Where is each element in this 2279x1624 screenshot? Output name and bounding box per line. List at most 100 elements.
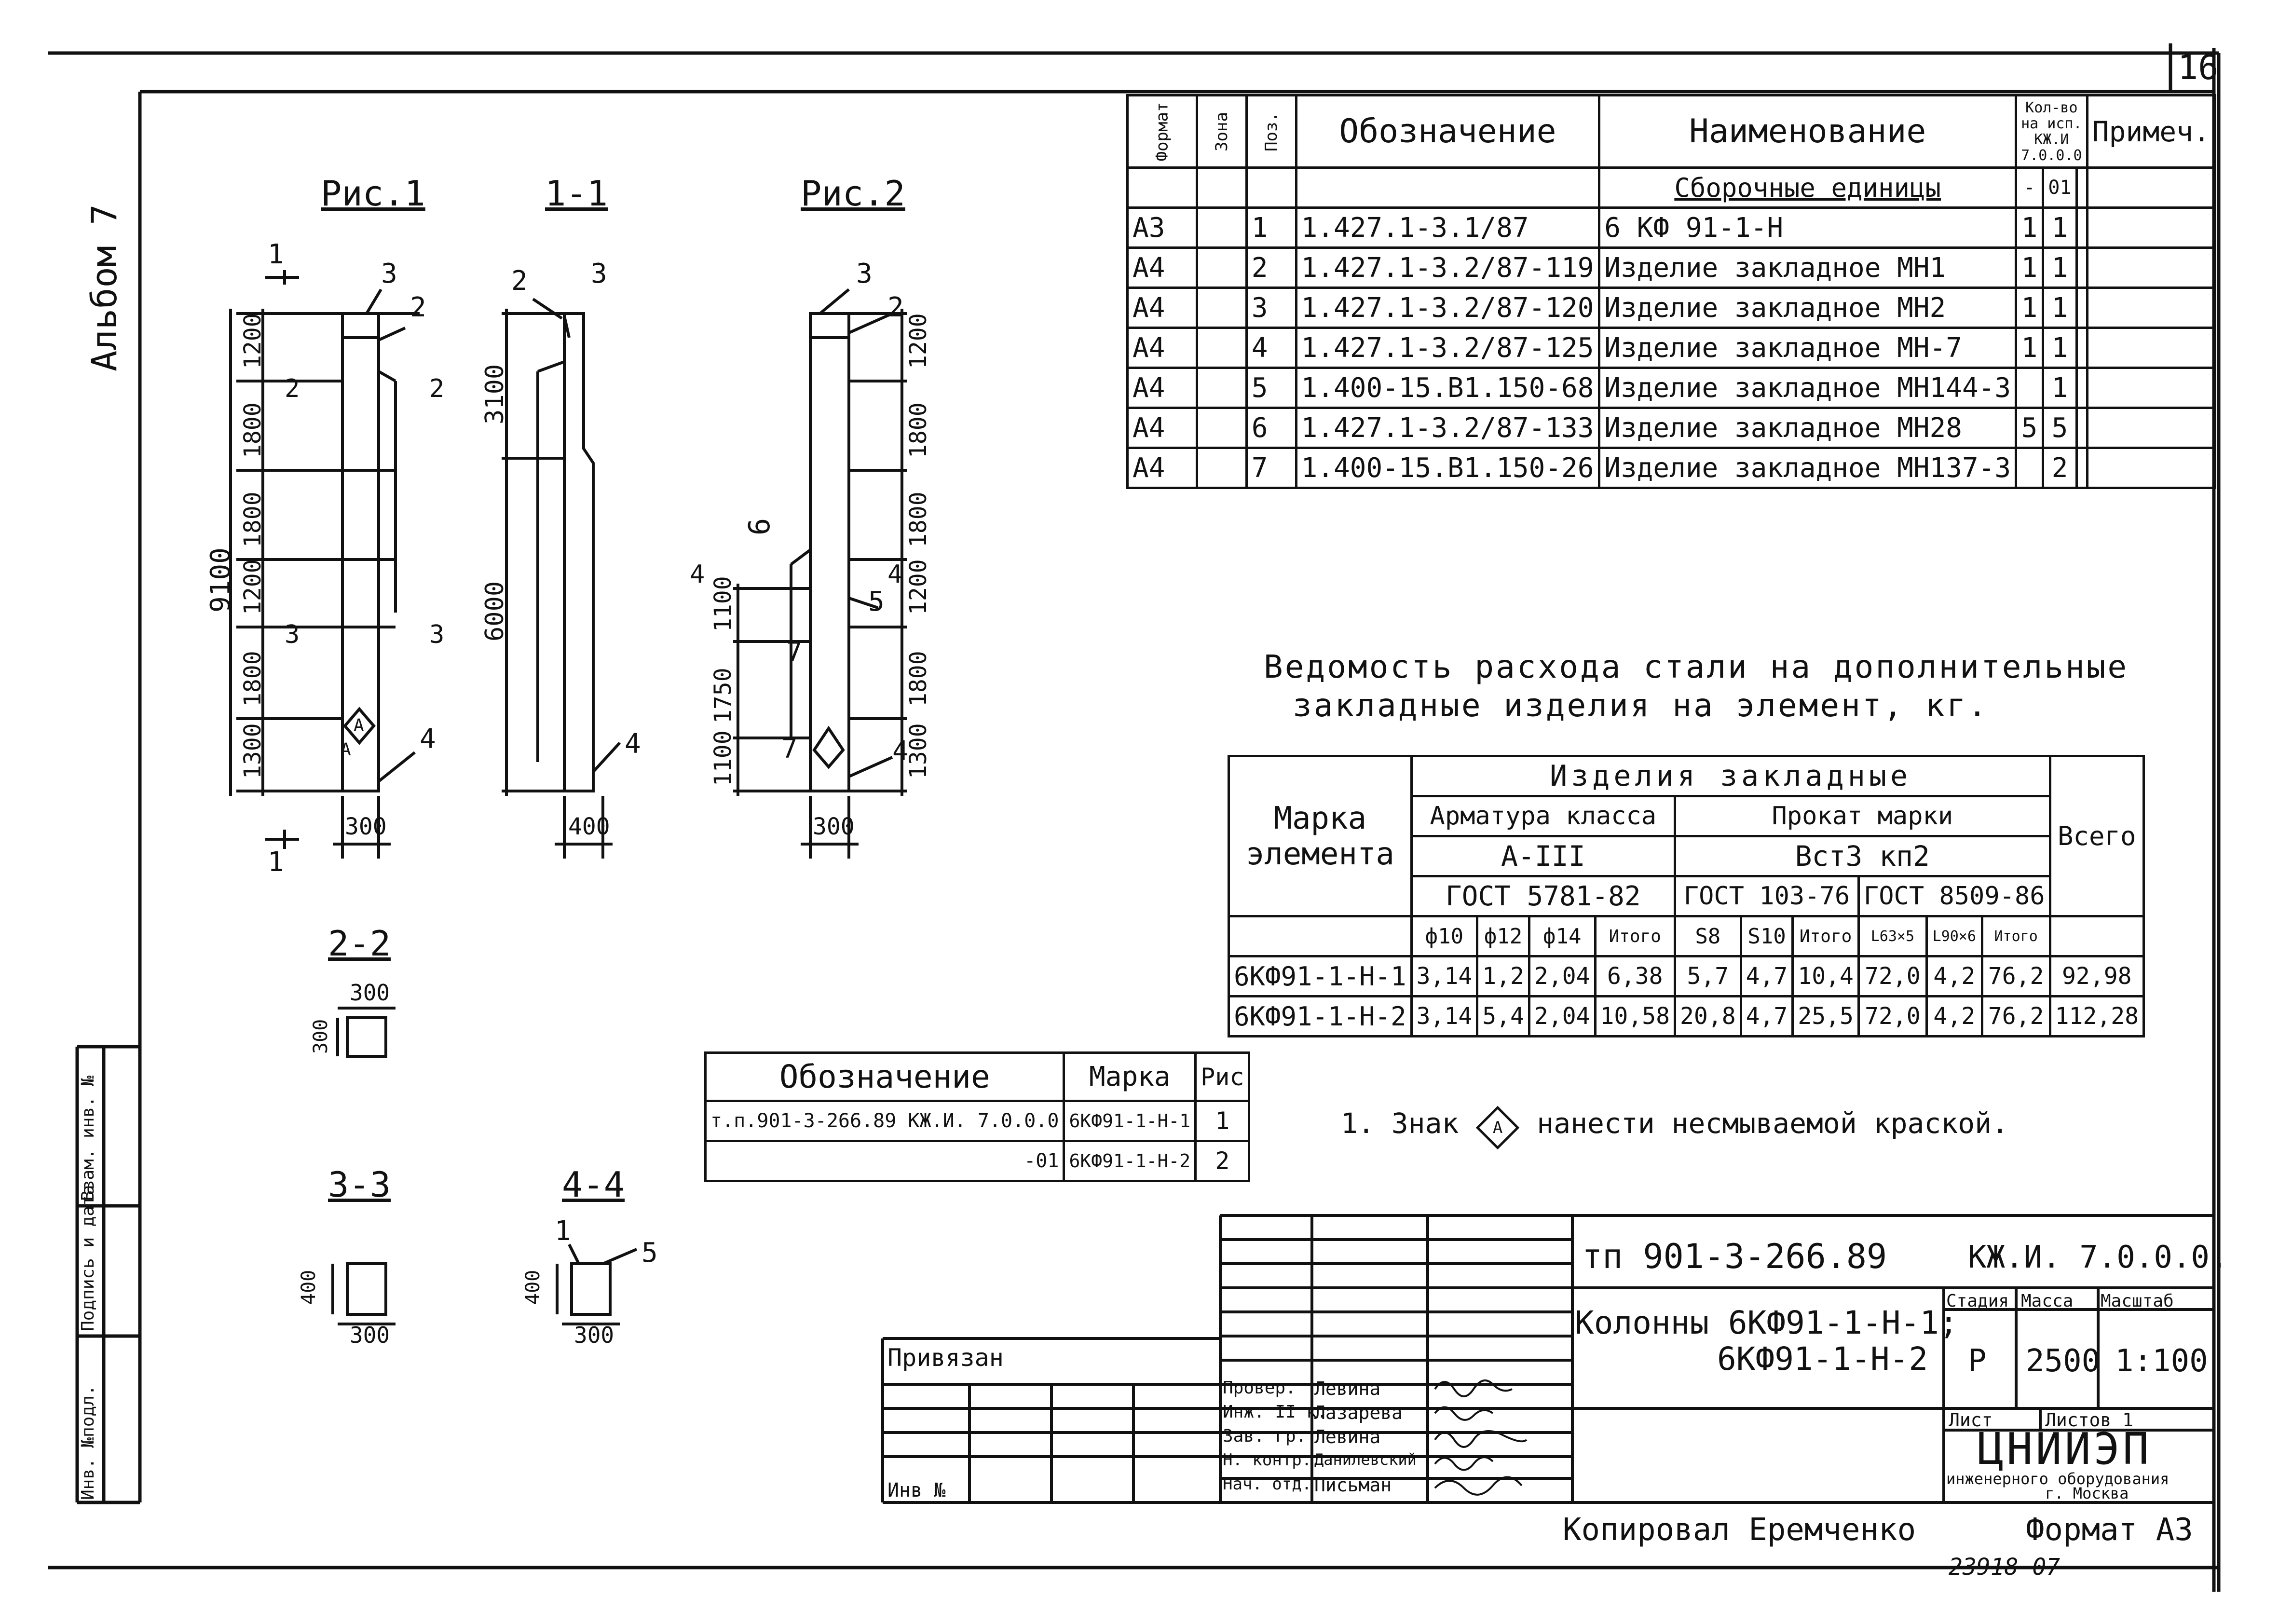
cut-mark: 1 (268, 846, 284, 878)
sec22-title: 2-2 (328, 923, 391, 964)
diamond-a-icon: A (1476, 1105, 1520, 1150)
cut-mark: 3 (285, 620, 300, 649)
fig2-dim-left: 1100 (710, 576, 737, 632)
stage-value: Р (1968, 1343, 1987, 1379)
role-label: Зав. гр. (1223, 1426, 1307, 1446)
small-sections (331, 1007, 638, 1325)
pos-label: 5 (641, 1237, 658, 1269)
role-label: Инж. II к. (1223, 1402, 1327, 1422)
pos-label: 5 (868, 586, 885, 617)
pos-label: 2 (410, 292, 426, 323)
pos-label: 4 (892, 736, 909, 767)
spec-head-name: Наименование (1598, 94, 2018, 169)
sec33-width: 300 (350, 1322, 390, 1348)
fig2-dim-left: 1100 (710, 730, 737, 786)
table-row: -01 6КФ91-1-Н-2 2 (704, 1140, 1251, 1182)
pos-label: 7 (781, 733, 798, 764)
fig2-column-drawing (733, 288, 907, 859)
org-sub-1: инженерного оборудования (1946, 1470, 2170, 1488)
sec44-title: 4-4 (562, 1164, 625, 1205)
spec-qty-col: 01 (2041, 166, 2078, 209)
role-name: Левина (1314, 1426, 1381, 1447)
stage-header: Стадия (1946, 1291, 2009, 1311)
cut-mark: 2 (429, 374, 445, 403)
note: 1. Знак A нанести несмываемой краской. (1341, 1105, 2008, 1150)
sec33-title: 3-3 (328, 1164, 391, 1205)
cut-mark: 3 (429, 620, 445, 649)
steel-sub: L90×6 (1925, 915, 1983, 957)
pos-label: 3 (591, 258, 607, 289)
mass-value: 2500 (2026, 1343, 2101, 1379)
stamp-sign: Подпись и дата (78, 1185, 98, 1331)
steel-sub: S8 (1674, 915, 1742, 957)
spec-head-format: Формат (1126, 94, 1198, 169)
fig2-dim-right: 1300 (905, 723, 932, 779)
table-row: 6КФ91-1-Н-2 3,14 5,4 2,04 10,58 20,8 4,7… (1228, 995, 2145, 1037)
fig2-dim-right: 1200 (905, 559, 932, 615)
sec22-height: 300 (310, 1019, 332, 1054)
steel-sub: Итого (1594, 915, 1677, 957)
role-name: Левина (1314, 1378, 1381, 1399)
fig2-width: 300 (813, 813, 855, 840)
pos-label: 2 (511, 265, 528, 297)
fig2-dim-right: 1800 (905, 651, 932, 707)
pos-label: 7 (786, 637, 803, 668)
fig1-width: 300 (345, 813, 387, 840)
mark-head: Обозначение (704, 1051, 1065, 1102)
spec-head-qty: Кол-во на исп. КЖ.И 7.0.0.0 (2015, 94, 2088, 169)
steel-head-gost2: ГОСТ 8509-86 (1857, 875, 2051, 917)
spec-qty-col: - (2015, 166, 2044, 209)
project-number: тп 901-3-266.89 (1582, 1237, 1887, 1276)
fig1-column-drawing (229, 270, 420, 859)
org-logo: ЦНИИЭП (1978, 1424, 2152, 1474)
steel-sub: L63×5 (1857, 915, 1928, 957)
sec33-height: 400 (298, 1269, 320, 1305)
sheet-header: Лист (1949, 1409, 1993, 1431)
spec-head-designation: Обозначение (1295, 94, 1601, 169)
role-name: Лазарева (1314, 1402, 1403, 1423)
scale-value: 1:100 (2115, 1343, 2208, 1379)
role-label: Нач. отд. (1223, 1474, 1312, 1494)
sec11-drawing (502, 298, 621, 859)
sec11-dim: 6000 (480, 581, 509, 641)
steel-sub: ф12 (1476, 915, 1530, 957)
steel-sub: ф14 (1528, 915, 1597, 957)
pos-label: 3 (381, 258, 397, 289)
steel-head-items: Изделия закладные (1410, 755, 2051, 797)
page-number: 16 (2178, 48, 2219, 87)
steel-sub: ф10 (1410, 915, 1479, 957)
table-row: т.п.901-3-266.89 КЖ.И. 7.0.0.0 6КФ91-1-Н… (704, 1100, 1251, 1142)
pos-label: 1 (555, 1215, 571, 1247)
fig2-dim-right: 1800 (905, 402, 932, 458)
pos-label: 4 (420, 723, 436, 755)
steel-title-1: Ведомость расхода стали на дополнительны… (1264, 648, 2129, 685)
steel-head-rebar: Арматура класса (1410, 795, 1677, 837)
fig1-dim: 1200 (239, 559, 266, 615)
steel-head-rolled-grade: Вст3 кп2 (1674, 835, 2051, 877)
fig1-dim: 1800 (239, 651, 266, 707)
mass-header: Масса (2021, 1291, 2074, 1311)
org-sub-2: г. Москва (2045, 1484, 2129, 1502)
cut-mark: 2 (285, 374, 300, 403)
steel-head-rebar-class: А-III (1410, 835, 1677, 877)
role-name: Данилевский (1314, 1450, 1417, 1469)
role-name: Письман (1314, 1474, 1392, 1496)
steel-sub: Итого (1980, 915, 2051, 957)
cut-mark: 1 (268, 239, 284, 270)
inv-label: Инв № (887, 1479, 946, 1501)
fig1-dim: 1300 (239, 723, 266, 779)
fig2-dim-left: 1750 (710, 668, 737, 723)
sec11-dim: 3100 (480, 364, 509, 424)
scale-header: Масштаб (2101, 1291, 2174, 1311)
steel-sub: Итого (1791, 915, 1860, 957)
fig1-title: Рис.1 (321, 173, 425, 214)
fig1-dim: 1800 (239, 491, 266, 547)
mark-head: Марка (1063, 1051, 1197, 1102)
